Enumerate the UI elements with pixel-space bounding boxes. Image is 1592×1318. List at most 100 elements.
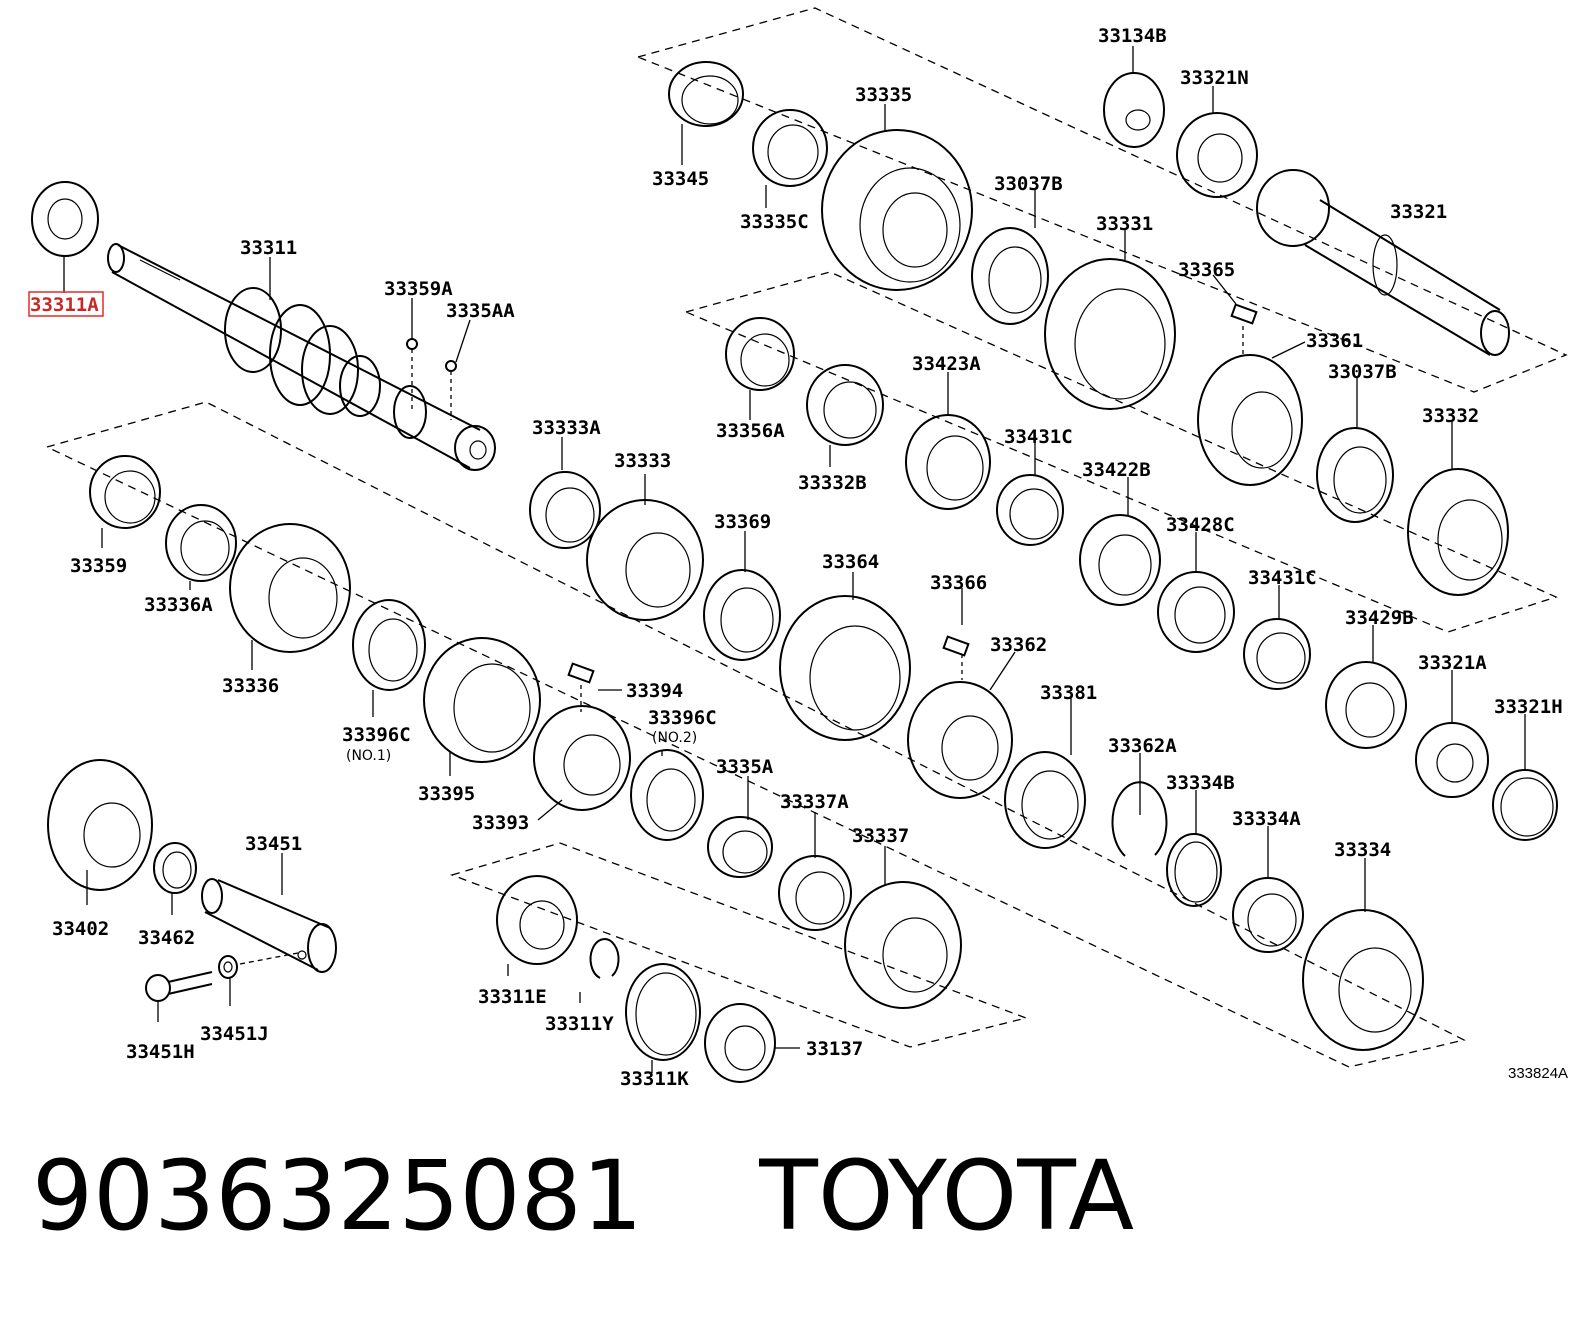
label-33394[interactable]: 33394 — [626, 680, 683, 702]
ball-3335aa[interactable] — [445, 360, 457, 372]
key-33394[interactable] — [567, 662, 595, 684]
label-33422b[interactable]: 33422B — [1082, 459, 1151, 481]
synchronizer-ring-33369[interactable] — [703, 569, 781, 661]
label-33321n[interactable]: 33321N — [1180, 67, 1249, 89]
ring-33334b[interactable] — [1166, 833, 1222, 907]
label-33332[interactable]: 33332 — [1422, 405, 1479, 427]
gear-33423a[interactable] — [905, 414, 991, 510]
label-33359[interactable]: 33359 — [70, 555, 127, 577]
label-33431c-2[interactable]: 33431C — [1248, 567, 1317, 589]
label-33345[interactable]: 33345 — [652, 168, 709, 190]
output-shaft-33321[interactable] — [1256, 169, 1510, 356]
bearing-33311e[interactable] — [496, 875, 578, 965]
label-33037b-2[interactable]: 33037B — [1328, 361, 1397, 383]
label-33356a[interactable]: 33356A — [716, 420, 785, 442]
synchronizer-ring-33396c-no1[interactable] — [352, 599, 426, 691]
bolt-33451h[interactable] — [145, 971, 213, 1002]
gear-33402[interactable] — [47, 759, 153, 891]
label-33462[interactable]: 33462 — [138, 927, 195, 949]
key-33366[interactable] — [942, 635, 970, 657]
ball-33359a[interactable] — [406, 338, 418, 350]
label-33337[interactable]: 33337 — [852, 825, 909, 847]
label-33134b[interactable]: 33134B — [1098, 25, 1167, 47]
sleeve-33364[interactable] — [779, 595, 911, 741]
bearing-33321n[interactable] — [1176, 112, 1258, 198]
input-shaft-33311[interactable] — [107, 243, 496, 471]
synchronizer-ring-33037b-1[interactable] — [971, 227, 1049, 325]
label-33311a[interactable]: 33311A — [30, 294, 99, 316]
label-33366[interactable]: 33366 — [930, 572, 987, 594]
gear-33332[interactable] — [1407, 468, 1509, 596]
bushing-33333a[interactable] — [529, 471, 601, 549]
synchronizer-ring-33037b-2[interactable] — [1316, 427, 1394, 523]
label-33321h[interactable]: 33321H — [1494, 696, 1563, 718]
washer-33137[interactable] — [704, 1003, 776, 1083]
label-33137[interactable]: 33137 — [806, 1038, 863, 1060]
hub-33362[interactable] — [907, 681, 1013, 799]
ring-33321h[interactable] — [1492, 769, 1558, 841]
label-33402[interactable]: 33402 — [52, 918, 109, 940]
gear-33337[interactable] — [844, 881, 962, 1009]
label-33396c-no2[interactable]: 33396C — [648, 707, 717, 729]
label-33428c[interactable]: 33428C — [1166, 514, 1235, 536]
label-33321a[interactable]: 33321A — [1418, 652, 1487, 674]
label-33311[interactable]: 33311 — [240, 237, 297, 259]
label-33337a[interactable]: 33337A — [780, 791, 849, 813]
label-33431c-1[interactable]: 33431C — [1004, 426, 1073, 448]
bushing-33345[interactable] — [668, 61, 744, 127]
label-33362a[interactable]: 33362A — [1108, 735, 1177, 757]
bearing-33311a[interactable] — [31, 181, 99, 257]
gear-33333[interactable] — [586, 499, 704, 621]
gear-33335[interactable] — [821, 129, 973, 291]
snap-ring-33311y[interactable] — [589, 938, 620, 979]
label-33334b[interactable]: 33334B — [1166, 772, 1235, 794]
bushing-33431c-2[interactable] — [1243, 618, 1311, 690]
label-33336a[interactable]: 33336A — [144, 594, 213, 616]
lock-plate-33134b[interactable] — [1103, 72, 1165, 148]
label-33365[interactable]: 33365 — [1178, 259, 1235, 281]
washer-33451j[interactable] — [218, 955, 238, 979]
needle-bearing-33336a[interactable] — [165, 504, 237, 582]
label-33335[interactable]: 33335 — [855, 84, 912, 106]
label-33362[interactable]: 33362 — [990, 634, 1047, 656]
label-33037b-1[interactable]: 33037B — [994, 173, 1063, 195]
ring-33462[interactable] — [153, 842, 197, 894]
needle-bearing-33332b[interactable] — [806, 364, 884, 446]
label-33393[interactable]: 33393 — [472, 812, 529, 834]
sleeve-33395[interactable] — [423, 637, 541, 763]
label-3335a[interactable]: 3335A — [716, 756, 774, 778]
label-33369[interactable]: 33369 — [714, 511, 771, 533]
synchronizer-ring-33381[interactable] — [1004, 751, 1086, 849]
bushing-33431c-1[interactable] — [996, 474, 1064, 546]
label-33451[interactable]: 33451 — [245, 833, 302, 855]
label-33395[interactable]: 33395 — [418, 783, 475, 805]
label-33311y[interactable]: 33311Y — [545, 1013, 614, 1035]
synchronizer-ring-33396c-no2[interactable] — [630, 749, 704, 841]
label-33332b[interactable]: 33332B — [798, 472, 867, 494]
ring-33311k[interactable] — [625, 963, 701, 1061]
label-33333[interactable]: 33333 — [614, 450, 671, 472]
needle-bearing-33337a[interactable] — [778, 855, 852, 931]
ring-33429b[interactable] — [1325, 661, 1407, 749]
label-33364[interactable]: 33364 — [822, 551, 879, 573]
bushing-33356a[interactable] — [725, 317, 795, 391]
hub-sleeve-33331[interactable] — [1044, 258, 1176, 410]
label-33451j[interactable]: 33451J — [200, 1023, 269, 1045]
shaft-33451[interactable] — [201, 878, 337, 973]
label-33451h[interactable]: 33451H — [126, 1041, 195, 1063]
ring-33428c[interactable] — [1157, 571, 1235, 653]
label-33361[interactable]: 33361 — [1306, 330, 1363, 352]
label-33311k[interactable]: 33311K — [620, 1068, 689, 1090]
snap-ring-33362a[interactable] — [1111, 781, 1168, 857]
label-33359a[interactable]: 33359A — [384, 278, 453, 300]
bushing-3335a[interactable] — [707, 816, 773, 878]
label-33429b[interactable]: 33429B — [1345, 607, 1414, 629]
hub-33361[interactable] — [1197, 354, 1303, 486]
needle-bearing-33335c[interactable] — [752, 109, 828, 187]
label-33335c[interactable]: 33335C — [740, 211, 809, 233]
gear-33422b[interactable] — [1079, 514, 1161, 606]
label-33311e[interactable]: 33311E — [478, 986, 547, 1008]
label-33334[interactable]: 33334 — [1334, 839, 1391, 861]
needle-bearing-33334a[interactable] — [1232, 877, 1304, 953]
label-33321[interactable]: 33321 — [1390, 201, 1447, 223]
